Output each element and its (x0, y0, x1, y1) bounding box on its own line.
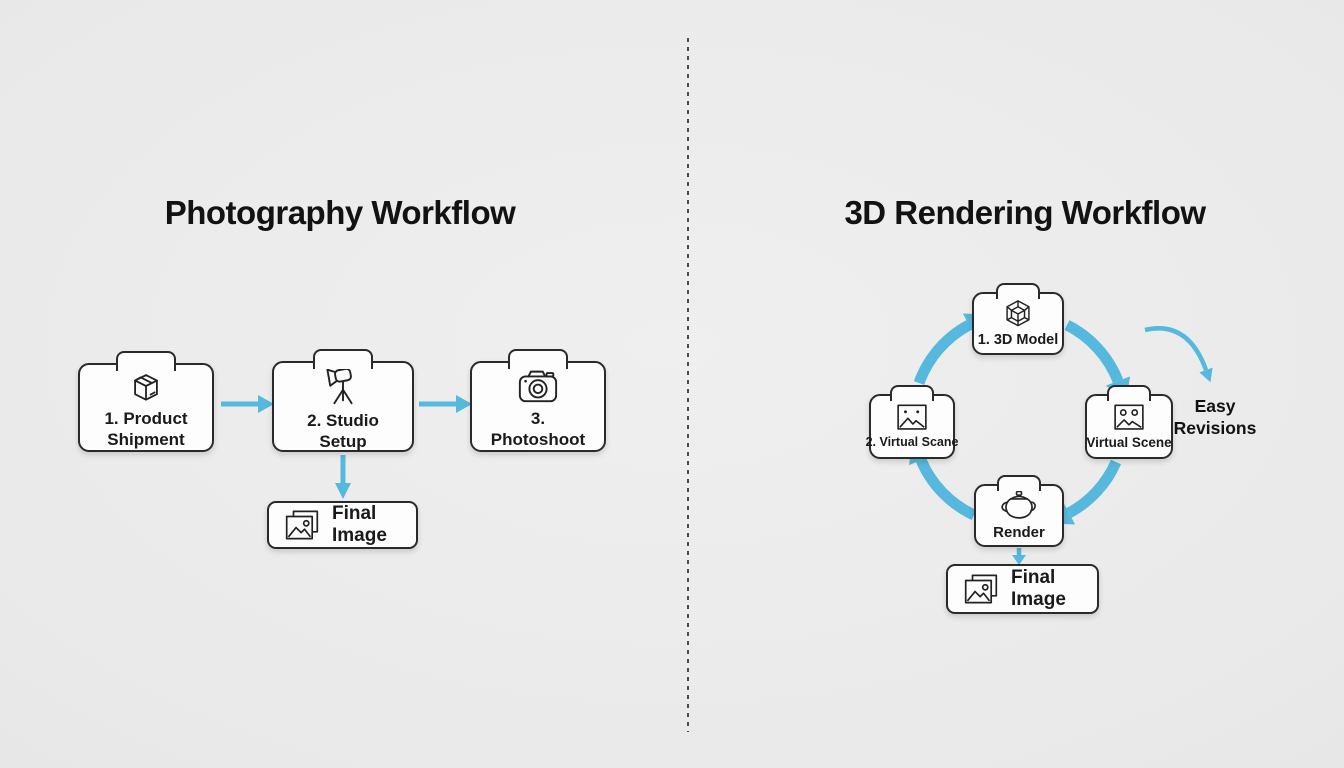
arrow-down-icon (1012, 548, 1026, 565)
box-tab (116, 351, 176, 371)
node-label: Virtual Scene (1086, 434, 1172, 450)
node-label: 1. 3D Model (977, 331, 1059, 348)
node-label: 2. Virtual Scane (865, 435, 959, 450)
box-tab (1107, 385, 1151, 401)
camera-icon (515, 364, 561, 406)
easy-revisions-label: Easy Revisions (1173, 396, 1257, 438)
step-label: 2. Studio Setup (307, 411, 379, 451)
left-panel-title: Photography Workflow (164, 194, 516, 232)
node-3d-model: 1. 3D Model (972, 283, 1064, 355)
box-tab (997, 475, 1041, 491)
dashed-divider (687, 38, 689, 732)
step-studio-setup: 2. Studio Setup (272, 349, 414, 452)
step-photoshoot: 3. Photoshoot (470, 349, 606, 452)
result-label: Final Image (332, 503, 387, 546)
node-label: Render (993, 523, 1045, 541)
image-circles-icon (1111, 402, 1147, 433)
node-virtual-scane: 2. Virtual Scane (866, 385, 958, 459)
photo-stack-icon (962, 572, 1000, 606)
arrow-right-icon (419, 395, 472, 413)
box-tab (313, 349, 373, 369)
step-product-shipment: 1. Product Shipment (78, 351, 214, 452)
node-virtual-scene: Virtual Scene (1085, 385, 1173, 459)
step-label: 3. Photoshoot (490, 409, 586, 449)
photo-stack-icon (283, 508, 321, 542)
wireframe-cube-icon (1002, 298, 1034, 330)
studio-light-icon (320, 362, 366, 408)
final-image-box: Final Image (946, 564, 1099, 614)
final-image-box: Final Image (267, 501, 418, 549)
image-dots-icon (894, 402, 930, 433)
step-label: 1. Product Shipment (104, 409, 188, 449)
box-tab (508, 349, 568, 369)
package-icon (124, 366, 168, 406)
arrow-down-icon (335, 455, 351, 499)
arrow-right-icon (221, 395, 274, 413)
right-panel-title: 3D Rendering Workflow (844, 194, 1206, 232)
box-tab (890, 385, 934, 401)
box-tab (996, 283, 1040, 299)
teapot-icon (999, 489, 1039, 522)
result-label: Final Image (1011, 567, 1066, 610)
node-render: Render (974, 475, 1064, 547)
